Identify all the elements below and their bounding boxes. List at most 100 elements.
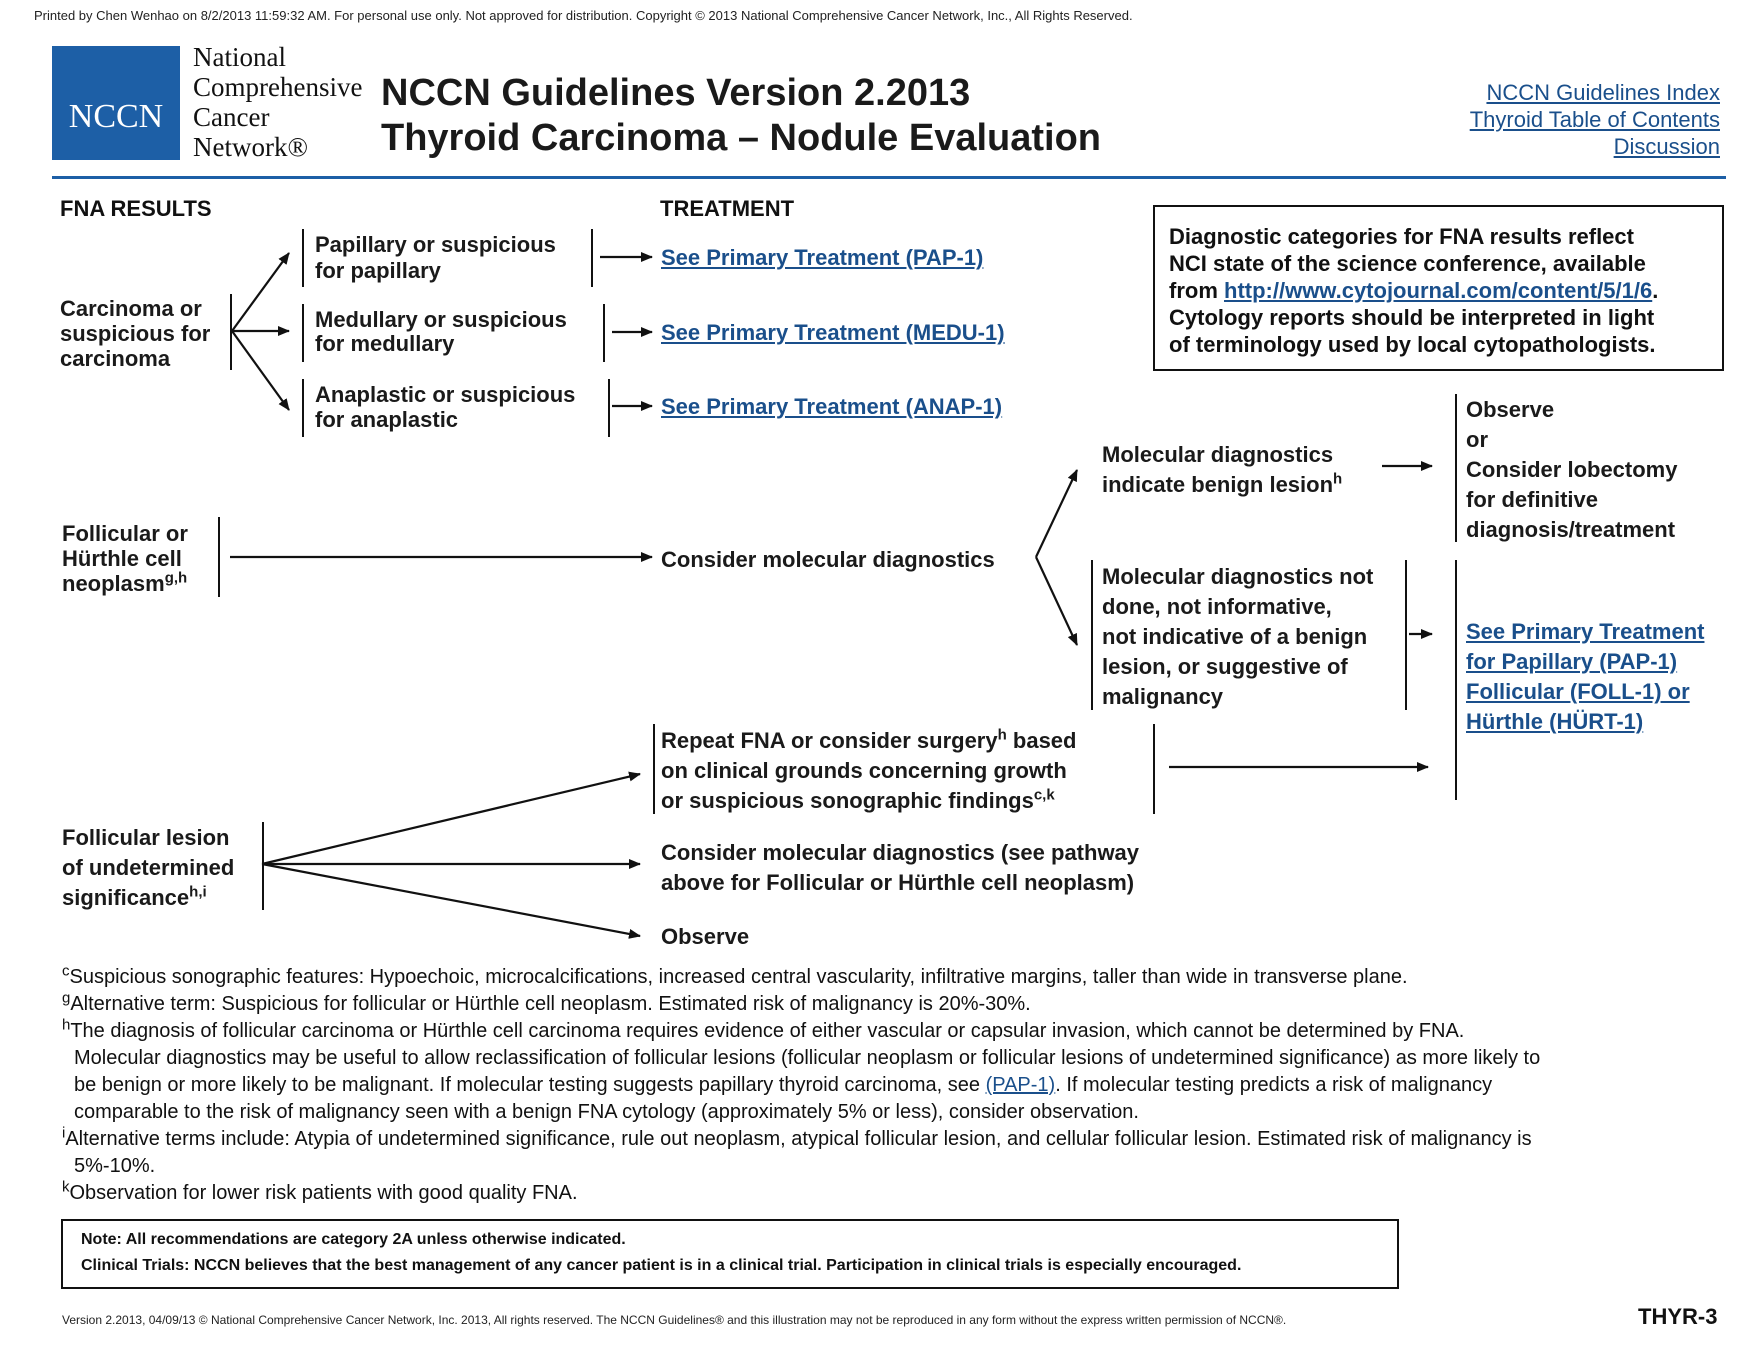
note-line: from: [1169, 278, 1224, 303]
observe-option: Observe: [661, 924, 750, 949]
label-line: Observe: [1466, 397, 1555, 422]
footnote-i: Alternative terms include: Atypia of und…: [65, 1128, 1532, 1150]
copyright-footer: Version 2.2013, 04/09/13 © National Comp…: [62, 1313, 1287, 1327]
bracket: [1455, 560, 1457, 800]
category-note: Note: All recommendations are category 2…: [81, 1231, 626, 1248]
header-divider: [52, 176, 1726, 179]
arrow-anaplastic: [231, 330, 290, 411]
bracket: [302, 379, 304, 437]
bracket: [1153, 724, 1155, 814]
arrow-papillary: [231, 252, 290, 332]
page-subtitle: Thyroid Carcinoma – Nodule Evaluation: [381, 117, 1102, 159]
benign-lesion-label: Molecular diagnostics indicate benign le…: [1102, 440, 1342, 500]
label-line: or suspicious sonographic findings: [661, 788, 1034, 813]
label-line: Medullary or suspicious: [315, 307, 567, 332]
logo-line: Network®: [193, 132, 308, 162]
label-line: for papillary: [315, 258, 441, 283]
hurt-1-link[interactable]: Hürthle (HÜRT-1): [1466, 709, 1644, 734]
footnote-h: The diagnosis of follicular carcinoma or…: [70, 1020, 1465, 1042]
footnotes: cSuspicious sonographic features: Hypoec…: [62, 962, 1541, 1204]
note-line: NCI state of the science conference, ava…: [1169, 251, 1646, 276]
bracket: [653, 724, 655, 814]
not-benign-label: Molecular diagnostics not done, not info…: [1102, 562, 1373, 712]
label-line: on clinical grounds concerning growth: [661, 758, 1067, 783]
bracket: [591, 229, 593, 287]
label-line: suspicious for: [60, 321, 211, 346]
label-line: indicate benign lesion: [1102, 472, 1334, 497]
footnote-h: be benign or more likely to be malignant…: [74, 1074, 986, 1096]
label-line: Consider lobectomy: [1466, 457, 1678, 482]
guidelines-index-link[interactable]: NCCN Guidelines Index: [1486, 80, 1720, 105]
follicular-neoplasm-label: Follicular or Hürthle cell neoplasmg,h: [62, 521, 188, 596]
label-line: malignancy: [1102, 684, 1224, 709]
label-line: based: [1006, 728, 1077, 753]
bracket: [302, 304, 304, 362]
arrow-observe-2: [261, 862, 641, 939]
papillary-label: Papillary or suspicious for papillary: [315, 232, 556, 284]
carcinoma-label: Carcinoma or suspicious for carcinoma: [60, 296, 210, 371]
pap-1-footnote-link[interactable]: (PAP-1): [985, 1074, 1056, 1096]
nccn-logo: NCCN: [52, 46, 180, 160]
footnote-ref: h: [1333, 470, 1343, 488]
medu-1-link[interactable]: See Primary Treatment (MEDU-1): [661, 320, 1005, 345]
fna-results-header: FNA RESULTS: [60, 196, 212, 221]
bracket: [603, 304, 605, 362]
logo-wordmark: National Comprehensive Cancer Network®: [193, 42, 362, 162]
label-line: Follicular lesion: [62, 825, 230, 850]
pap-1-link[interactable]: See Primary Treatment (PAP-1): [661, 245, 984, 270]
primary-treatment-links: See Primary Treatment for Papillary (PAP…: [1466, 617, 1704, 737]
bracket: [218, 517, 220, 597]
footnote-c: Suspicious sonographic features: Hypoech…: [69, 966, 1408, 988]
label-line: lesion, or suggestive of: [1102, 654, 1348, 679]
pap-1-link[interactable]: for Papillary (PAP-1): [1466, 649, 1678, 674]
label-line: Repeat FNA or consider surgery: [661, 728, 998, 753]
note-line: .: [1652, 278, 1659, 303]
consider-molecular-option: Consider molecular diagnostics (see path…: [661, 838, 1139, 898]
treatment-header: TREATMENT: [660, 196, 795, 221]
undetermined-significance-label: Follicular lesion of undetermined signif…: [62, 823, 234, 913]
label-line: Consider molecular diagnostics (see path…: [661, 840, 1140, 865]
cytojournal-link[interactable]: http://www.cytojournal.com/content/5/1/6: [1224, 278, 1653, 303]
foll-1-link[interactable]: Follicular (FOLL-1) or: [1466, 679, 1690, 704]
footnote-h: Molecular diagnostics may be useful to a…: [74, 1047, 1541, 1069]
note-line: Diagnostic categories for FNA results re…: [1169, 224, 1634, 249]
observe-or-lobectomy: Observe or Consider lobectomy for defini…: [1466, 395, 1677, 545]
bracket: [1405, 560, 1407, 710]
footnote-ref: g,h: [164, 569, 188, 587]
note-line: Cytology reports should be interpreted i…: [1169, 305, 1655, 330]
page-identifier: THYR-3: [1638, 1304, 1718, 1329]
bracket: [230, 294, 232, 370]
label-line: for anaplastic: [315, 407, 459, 432]
label-line: neoplasm: [62, 571, 165, 596]
footnote-k: Observation for lower risk patients with…: [69, 1182, 578, 1204]
label-line: for definitive: [1466, 487, 1599, 512]
footnote-h: . If molecular testing predicts a risk o…: [1055, 1074, 1493, 1096]
logo-line: National: [193, 42, 286, 72]
anaplastic-label: Anaplastic or suspicious for anaplastic: [315, 382, 575, 432]
anap-1-link[interactable]: See Primary Treatment (ANAP-1): [661, 394, 1003, 419]
label-line: Molecular diagnostics: [1102, 442, 1334, 467]
clinical-trials-note: Clinical Trials: NCCN believes that the …: [81, 1257, 1242, 1274]
medullary-label: Medullary or suspicious for medullary: [315, 308, 567, 356]
print-notice: Printed by Chen Wenhao on 8/2/2013 11:59…: [34, 8, 1133, 23]
label-line: significance: [62, 885, 190, 910]
label-line: not indicative of a benign: [1102, 624, 1368, 649]
discussion-link[interactable]: Discussion: [1613, 134, 1720, 159]
label-line: or: [1466, 427, 1488, 452]
label-line: diagnosis/treatment: [1466, 517, 1676, 542]
footnote-ref: c,k: [1033, 786, 1055, 804]
footnote-g: Alternative term: Suspicious for follicu…: [70, 993, 1031, 1015]
arrow-not-benign: [1035, 556, 1078, 646]
label-line: carcinoma: [60, 346, 171, 371]
logo-line: Cancer: [193, 102, 270, 132]
label-line: Molecular diagnostics not: [1102, 564, 1374, 589]
footnote-i: 5%-10%.: [74, 1155, 156, 1177]
repeat-fna-option: Repeat FNA or consider surgeryh based on…: [661, 726, 1076, 816]
recommendation-note-box: Note: All recommendations are category 2…: [61, 1219, 1399, 1289]
bracket: [608, 379, 610, 437]
primary-treatment-link[interactable]: See Primary Treatment: [1466, 619, 1705, 644]
footnote-ref: h: [997, 726, 1007, 744]
label-line: of undetermined: [62, 855, 235, 880]
table-of-contents-link[interactable]: Thyroid Table of Contents: [1469, 107, 1720, 132]
